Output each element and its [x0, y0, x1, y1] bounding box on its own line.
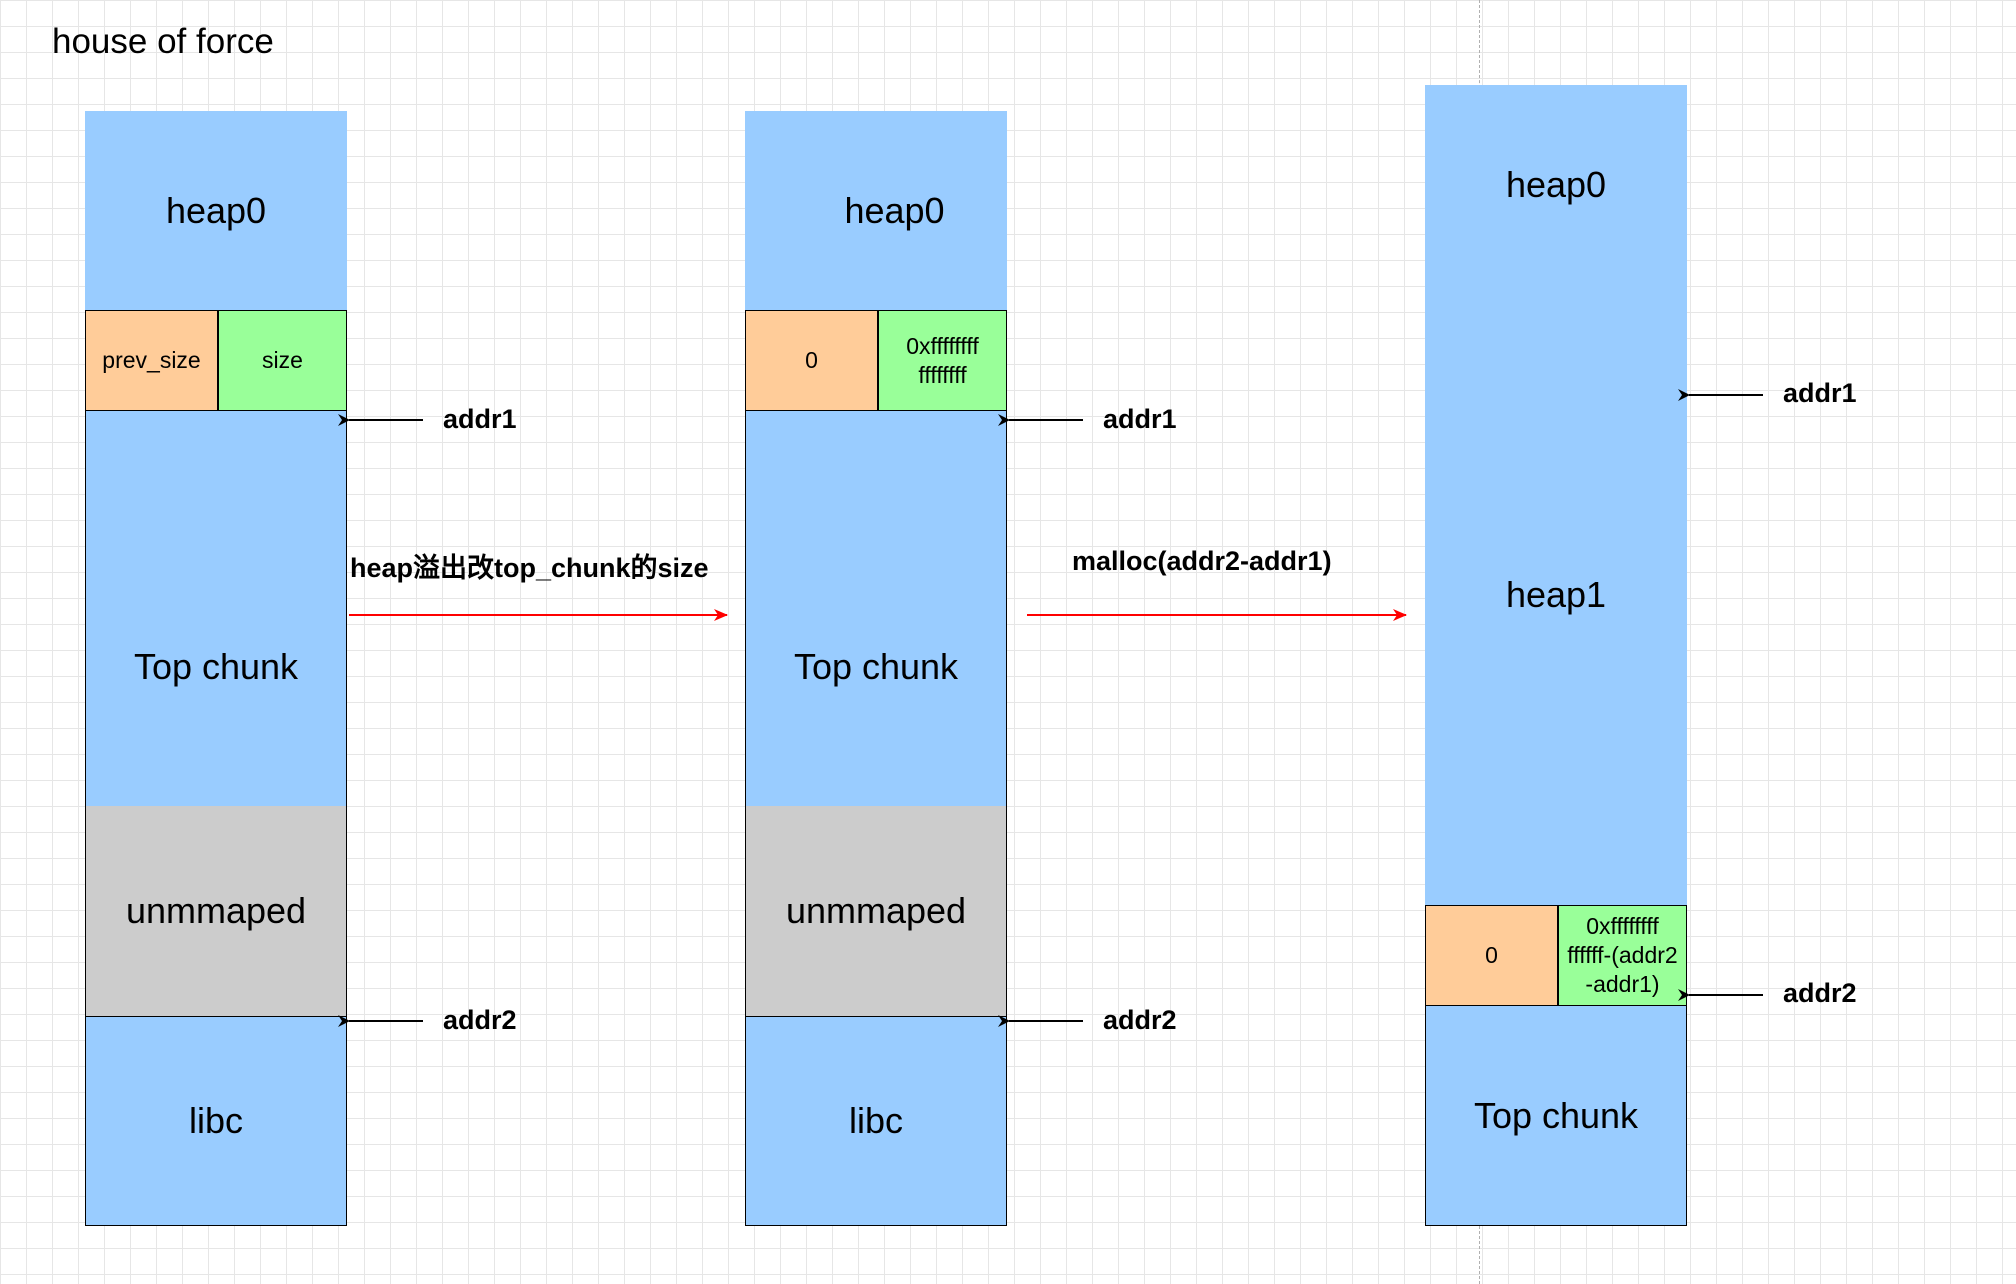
panel3-size-value-line1: 0xffffffff — [1586, 913, 1659, 940]
panel3-top-chunk: Top chunk — [1425, 1006, 1687, 1226]
panel2-unmapped-region: unmmaped — [745, 806, 1007, 1016]
transition1-label: heap溢出改top_chunk的size — [350, 553, 709, 583]
panel3-heap1-chunk: heap1 — [1425, 285, 1687, 905]
panel3-size-value-line3: -addr1) — [1585, 970, 1660, 997]
panel1-libc-region: libc — [85, 1016, 347, 1226]
panel3-addr1-label: addr1 — [1783, 378, 1857, 408]
diagram-title: house of force — [52, 22, 274, 61]
panel3-addr2-label: addr2 — [1783, 978, 1857, 1008]
panel-2-overwritten-size: heap0 0 0xffffffff ffffffff Top chunk un… — [745, 111, 1007, 1226]
panel1-unmapped-region: unmmaped — [85, 806, 347, 1016]
panel2-size-field: 0xffffffff ffffffff — [878, 310, 1007, 411]
panel2-addr2-label: addr2 — [1103, 1005, 1177, 1035]
panel-3-after-malloc: heap0 heap1 0 0xffffffff ffffff-(addr2 -… — [1425, 85, 1687, 1226]
panel2-libc-region: libc — [745, 1016, 1007, 1226]
panel2-size-value-line1: 0xffffffff — [906, 332, 979, 359]
panel3-size-field: 0xffffffff ffffff-(addr2 -addr1) — [1558, 905, 1687, 1006]
panel3-prev-size-field: 0 — [1425, 905, 1558, 1006]
panel2-heap0-chunk: heap0 — [745, 111, 1007, 310]
panel3-size-value-line2: ffffff-(addr2 — [1567, 942, 1678, 969]
panel2-outline — [745, 310, 1007, 1226]
panel1-heap0-chunk: heap0 — [85, 111, 347, 310]
panel1-size-field: size — [218, 310, 347, 411]
panel2-size-value-line2: ffffffff — [918, 361, 967, 388]
panel3-heap0-chunk: heap0 — [1425, 85, 1687, 285]
panel1-addr2-label: addr2 — [443, 1005, 517, 1035]
panel-1-original: heap0 prev_size size Top chunk unmmaped … — [85, 111, 347, 1226]
panel1-outline — [85, 310, 347, 1226]
transition2-label: malloc(addr2-addr1) — [1072, 546, 1332, 576]
panel1-addr1-label: addr1 — [443, 404, 517, 434]
panel2-addr1-label: addr1 — [1103, 404, 1177, 434]
panel3-outline — [1425, 1006, 1687, 1226]
